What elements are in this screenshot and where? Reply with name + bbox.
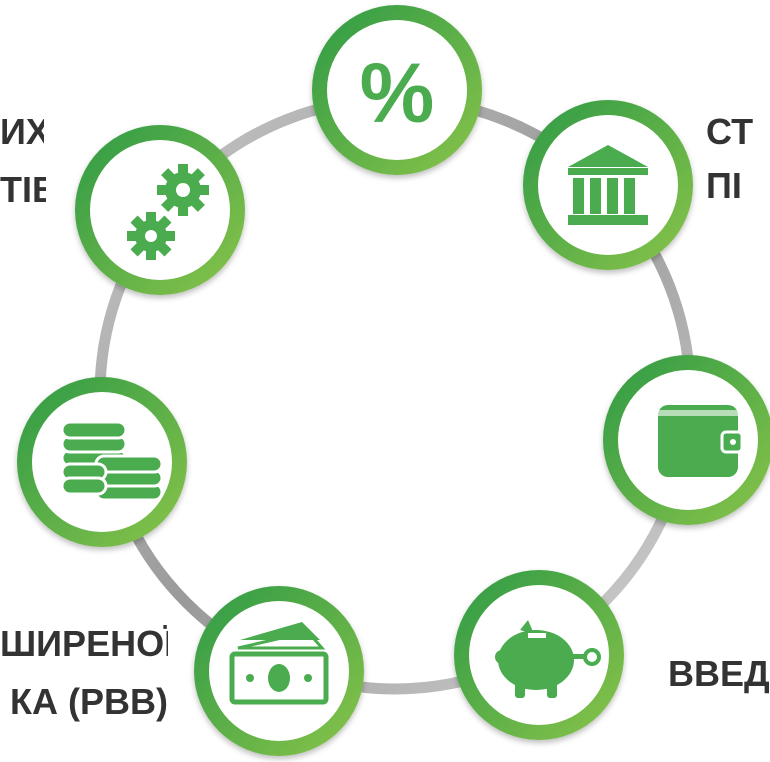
bank-icon <box>568 145 648 225</box>
label-top-left-line1: ИХ <box>0 111 44 152</box>
gears-node <box>75 125 245 295</box>
percent-node <box>312 5 482 175</box>
banknote-icon <box>229 622 329 705</box>
gears-icon <box>127 164 209 260</box>
piggy-bank-icon <box>495 620 601 698</box>
percent-icon: % <box>360 46 435 140</box>
label-bottom-left-line1: ШИРЕНОЇ <box>0 623 168 664</box>
label-top-right-line1: СТ <box>706 111 754 152</box>
label-bottom-right-line1: ВВЕД <box>668 653 770 694</box>
label-bottom-left-line2: КА (РВВ) <box>10 681 168 722</box>
label-top-right-line2: ПІ <box>706 165 742 206</box>
coins-icon <box>60 420 164 502</box>
wallet-icon <box>658 405 744 477</box>
label-top-left-line2: ТІВ <box>0 169 46 210</box>
